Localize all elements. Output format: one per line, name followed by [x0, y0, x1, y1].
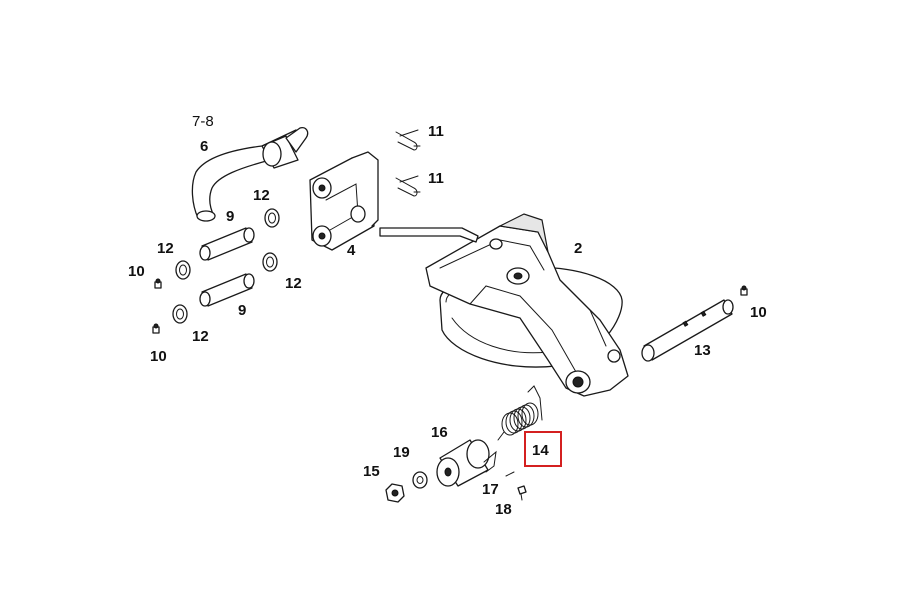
label-10-left-lower: 10 [150, 348, 167, 365]
part-11-clip-upper[interactable] [395, 129, 421, 151]
label-12-right: 12 [285, 275, 302, 292]
part-19-washer[interactable] [412, 471, 428, 489]
part-11-clip-lower[interactable] [395, 175, 421, 197]
part-10-nipple-left-upper[interactable] [154, 278, 162, 289]
part-14-spring[interactable] [497, 385, 543, 441]
part-9-pin-upper[interactable] [199, 227, 255, 261]
part-12-washer-c[interactable] [262, 252, 278, 272]
label-10-right: 10 [750, 304, 767, 321]
part-17-pin[interactable] [505, 471, 515, 477]
label-18: 18 [495, 501, 512, 518]
part-10-nipple-right[interactable] [740, 285, 748, 296]
part-2-swing-arm[interactable] [379, 213, 629, 397]
part-12-washer-d[interactable] [172, 304, 188, 324]
highlight-box [524, 431, 562, 467]
part-16-roller[interactable] [436, 439, 497, 487]
label-11-upper: 11 [428, 123, 444, 140]
label-14: 14 [532, 442, 549, 459]
label-2: 2 [574, 240, 582, 257]
label-13: 13 [694, 342, 711, 359]
part-18-screw[interactable] [517, 485, 527, 501]
label-9-upper: 9 [226, 208, 234, 225]
label-12-left-upper: 12 [157, 240, 174, 257]
label-16: 16 [431, 424, 448, 441]
label-12-left-lower: 12 [192, 328, 209, 345]
part-13-shaft[interactable] [641, 299, 734, 362]
label-11-lower: 11 [428, 170, 444, 187]
label-9-lower: 9 [238, 302, 246, 319]
label-19: 19 [393, 444, 410, 461]
part-15-nut[interactable] [385, 483, 405, 503]
part-12-washer-a[interactable] [264, 208, 280, 228]
label-15: 15 [363, 463, 380, 480]
part-12-washer-b[interactable] [175, 260, 191, 280]
part-6-handle-tube[interactable] [191, 126, 309, 222]
part-10-nipple-left-lower[interactable] [152, 323, 160, 334]
label-12-top: 12 [253, 187, 270, 204]
part-9-pin-lower[interactable] [199, 273, 255, 307]
label-6: 6 [200, 138, 208, 155]
label-10-left-upper: 10 [128, 263, 145, 280]
label-17: 17 [482, 481, 499, 498]
label-4: 4 [347, 242, 356, 259]
part-4-bracket[interactable] [309, 151, 379, 251]
label-7-8: 7-8 [192, 113, 214, 130]
